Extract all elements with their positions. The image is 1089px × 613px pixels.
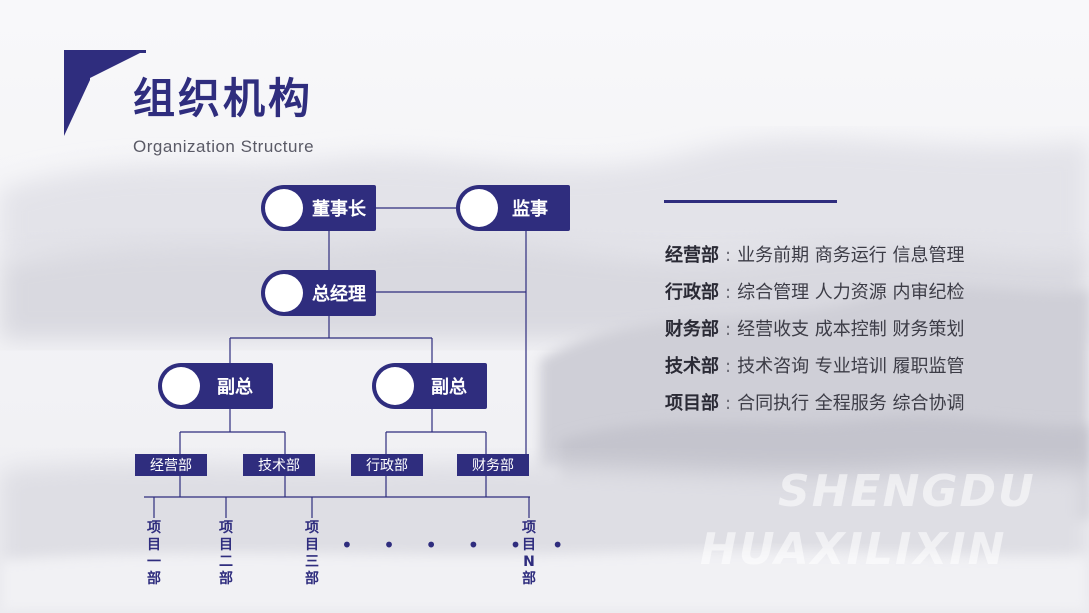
description-dept-name: 项目部 — [665, 393, 719, 414]
description-dept-name: 经营部 — [665, 245, 719, 266]
watermark-line-2: HUAXILIXIN — [700, 524, 1007, 575]
node-vp-left-label: 副总 — [217, 377, 253, 398]
description-dept-name: 技术部 — [665, 356, 719, 377]
project-char: 目 — [305, 537, 319, 553]
description-row: 财务部:经营收支 成本控制 财务策划 — [665, 316, 965, 353]
watermark-line-1: SHENGDU — [778, 466, 1036, 517]
description-row: 经营部:业务前期 商务运行 信息管理 — [665, 242, 965, 279]
page-subtitle: Organization Structure — [133, 137, 315, 156]
project-char: 部 — [219, 571, 233, 587]
description-separator: : — [725, 245, 732, 266]
department-description-list: 经营部:业务前期 商务运行 信息管理 行政部:综合管理 人力资源 内审纪检 财务… — [665, 242, 965, 427]
project-char: 部 — [147, 571, 161, 587]
page-title: 组织机构 — [133, 74, 314, 123]
node-vp-left: 副总 — [158, 363, 273, 409]
project-label: 项 目 二 部 — [217, 520, 235, 588]
node-circle — [376, 367, 414, 405]
description-text: 经营收支 成本控制 财务策划 — [737, 319, 965, 340]
dept-box: 经营部 — [135, 454, 207, 476]
project-char: 目 — [147, 537, 161, 553]
project-char: 项 — [219, 520, 233, 536]
description-separator: : — [725, 282, 732, 303]
node-general-manager-label: 总经理 — [312, 284, 366, 305]
node-chairman-label: 董事长 — [312, 199, 366, 220]
description-separator: : — [725, 319, 732, 340]
node-circle — [265, 274, 303, 312]
dept-box: 技术部 — [243, 454, 315, 476]
project-label: 项 目 一 部 — [145, 520, 163, 588]
project-char: 项 — [522, 520, 536, 536]
description-row: 行政部:综合管理 人力资源 内审纪检 — [665, 279, 965, 316]
description-row: 技术部:技术咨询 专业培训 履职监管 — [665, 353, 965, 390]
project-char: 部 — [305, 571, 319, 587]
corner-bracket-icon — [64, 50, 146, 136]
node-circle — [460, 189, 498, 227]
description-separator: : — [725, 393, 732, 414]
description-separator: : — [725, 356, 732, 377]
project-label: 项 目 三 部 — [303, 520, 321, 588]
dept-box: 财务部 — [457, 454, 529, 476]
ellipsis-dots: • • • • • • — [341, 533, 576, 557]
project-char: 一 — [147, 554, 161, 570]
node-supervisor: 监事 — [456, 185, 570, 231]
description-dept-name: 财务部 — [665, 319, 719, 340]
project-char: 三 — [305, 554, 319, 570]
dept-box: 行政部 — [351, 454, 423, 476]
node-supervisor-label: 监事 — [512, 199, 548, 220]
description-text: 业务前期 商务运行 信息管理 — [737, 245, 965, 266]
node-general-manager: 总经理 — [261, 270, 376, 316]
project-label: 项 目 N 部 — [520, 520, 538, 588]
project-char: N — [523, 554, 535, 570]
divider-rule — [664, 200, 837, 203]
node-circle — [265, 189, 303, 227]
description-text: 综合管理 人力资源 内审纪检 — [737, 282, 965, 303]
description-row: 项目部:合同执行 全程服务 综合协调 — [665, 390, 965, 427]
project-char: 项 — [305, 520, 319, 536]
description-dept-name: 行政部 — [665, 282, 719, 303]
node-vp-right: 副总 — [372, 363, 487, 409]
node-chairman: 董事长 — [261, 185, 376, 231]
project-char: 项 — [147, 520, 161, 536]
node-circle — [162, 367, 200, 405]
project-char: 目 — [219, 537, 233, 553]
node-vp-right-label: 副总 — [431, 377, 467, 398]
project-char: 目 — [522, 537, 536, 553]
project-char: 部 — [522, 571, 536, 587]
description-text: 合同执行 全程服务 综合协调 — [737, 393, 965, 414]
project-char: 二 — [219, 554, 233, 570]
description-text: 技术咨询 专业培训 履职监管 — [737, 356, 965, 377]
